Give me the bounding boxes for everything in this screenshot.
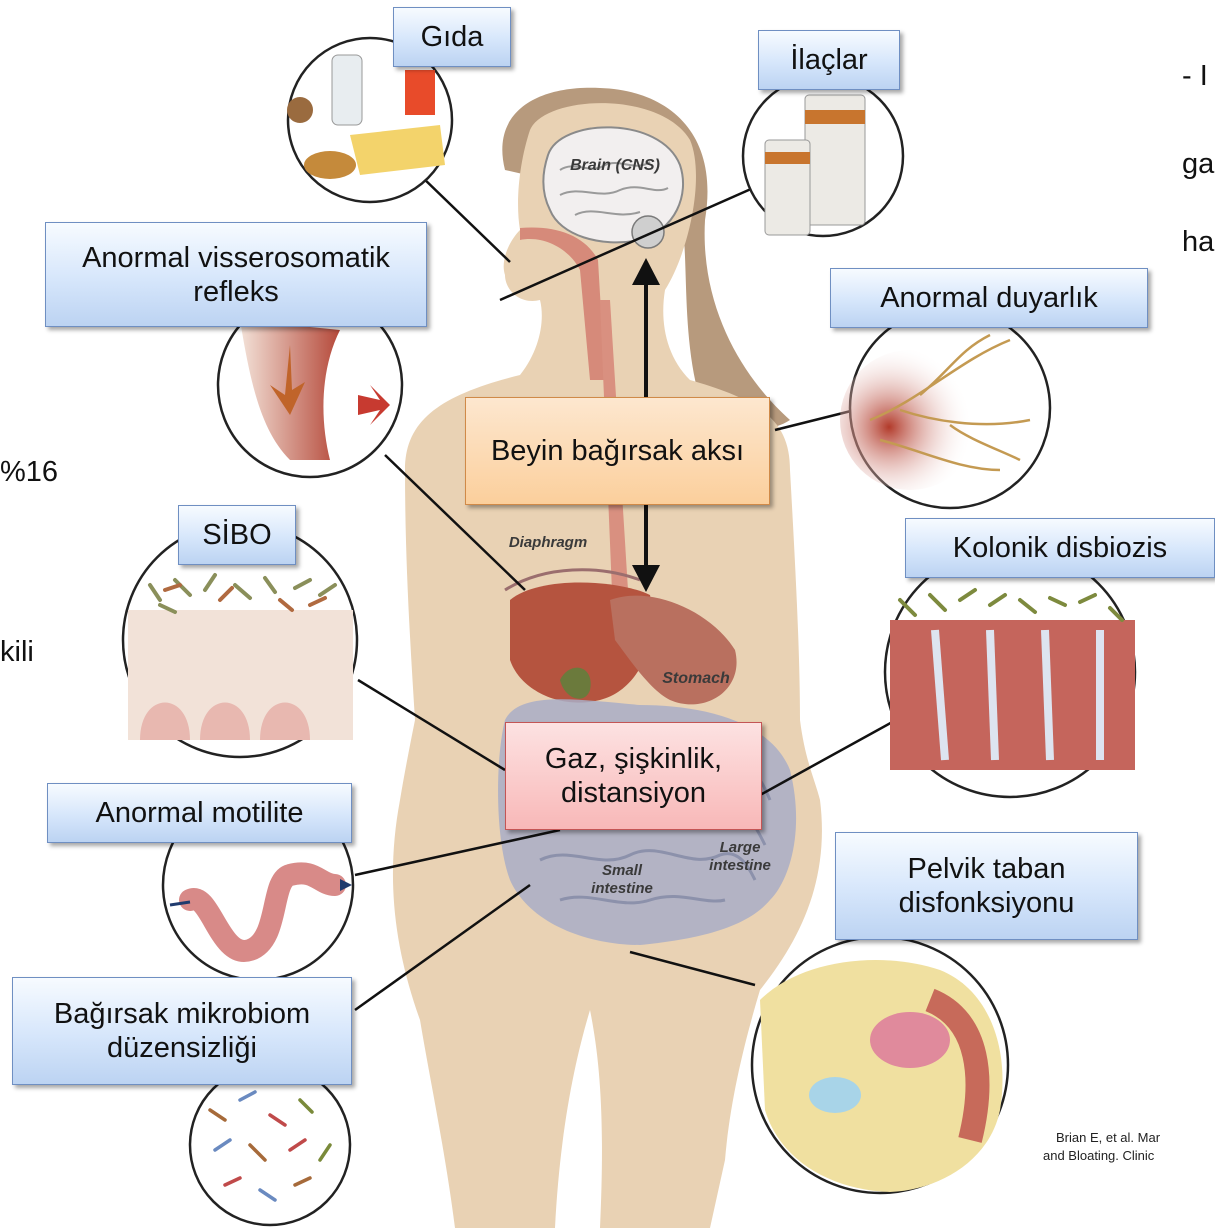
left-text-line2: kili [0,636,34,669]
citation-line1: Brian E, et al. Mar [1056,1130,1160,1145]
left-text-line1: %16 [0,456,58,489]
citation-line2: and Bloating. Clinic [1043,1148,1154,1163]
stomach-label: Stomach [662,670,730,687]
brain-label: Brain (CNS) [570,157,660,174]
label-beyin-bagirsak: Beyin bağırsak aksı [465,397,770,505]
right-text-line1: - I [1182,60,1208,93]
cerebellum [632,216,664,248]
label-mikrobiom: Bağırsak mikrobiom düzensizliği [12,977,352,1085]
right-text-line2: ga [1182,148,1214,181]
label-motilite: Anormal motilite [47,783,352,843]
microbiome-circle [190,1065,350,1225]
label-visserosomatik: Anormal visserosomatik refleks [45,222,427,327]
diaphragm-label: Diaphragm [509,534,587,551]
label-sibo: SİBO [178,505,296,565]
label-pelvik: Pelvik taban disfonksiyonu [835,832,1138,940]
right-text-line3: ha [1182,226,1214,259]
label-ilaclar: İlaçlar [758,30,900,90]
label-duyarlik: Anormal duyarlık [830,268,1148,328]
label-kolonik: Kolonik disbiozis [905,518,1215,578]
label-gaz: Gaz, şişkinlik, distansiyon [505,722,762,830]
label-gida: Gıda [393,7,511,67]
